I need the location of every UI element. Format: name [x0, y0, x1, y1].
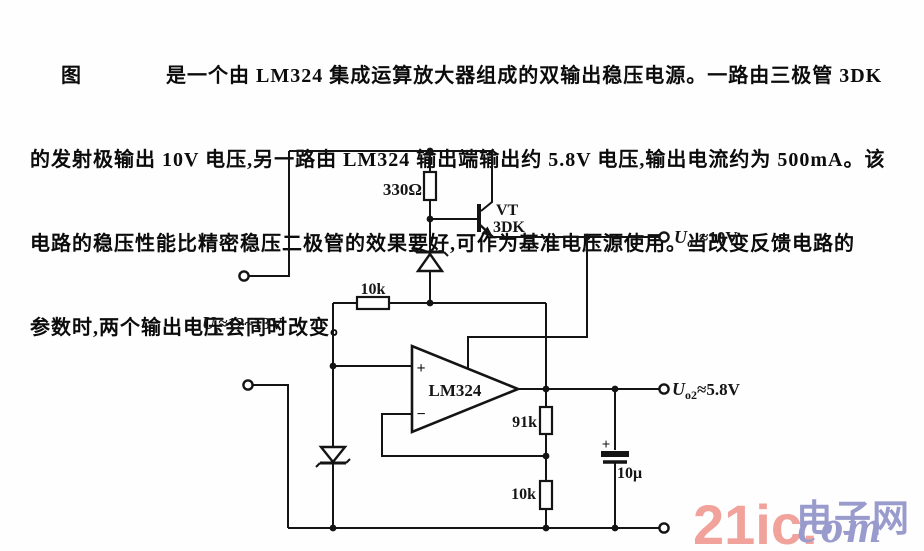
- junction-dot: [426, 147, 434, 155]
- resistor-r1-label: 330Ω: [383, 180, 422, 199]
- output2-voltage-symbol: U: [672, 379, 686, 399]
- junction-dot: [426, 215, 434, 223]
- opamp-plus-sign: +: [416, 360, 425, 377]
- transistor-ref-label: VT: [496, 202, 519, 219]
- resistor-r1-body: [422, 170, 438, 202]
- diode1-zener-tail-left: [411, 247, 417, 253]
- watermark-site-name-cn: 电子网: [796, 498, 910, 539]
- resistor-r2-label: 10k: [361, 281, 386, 298]
- diode1-triangle: [415, 251, 445, 273]
- emitter-arrow: [481, 226, 493, 237]
- junction-dot: [329, 524, 337, 532]
- output1-terminal: [658, 231, 670, 243]
- junction-dot: [611, 385, 619, 393]
- junction-dot: [542, 524, 550, 532]
- capacitor-c1: + 10μ: [601, 437, 642, 482]
- watermark-brand: 21ic.: [693, 493, 818, 551]
- opamp-triangle: [410, 344, 522, 434]
- input-top-wire: [249, 151, 290, 277]
- junction-dot: [542, 385, 550, 393]
- diode2-tail-right: [345, 458, 351, 464]
- paragraph-line: 电路的稳压性能比精密稳压二极管的效果要好,可作为基准电压源使用。当改变反馈电路的: [30, 233, 855, 255]
- paragraph-line: 的发射极输出 10V 电压,另一路由 LM324 输出端输出约 5.8V 电压,…: [30, 149, 886, 171]
- junction-dot: [583, 233, 591, 241]
- cap-value-label: 10μ: [617, 465, 642, 482]
- collector-wire: [480, 151, 493, 212]
- wires: [249, 150, 659, 529]
- output1-voltage-label: Uo1≈10V: [674, 227, 738, 250]
- input-terminal-bottom: [242, 379, 254, 391]
- diode1-zener-tail-right: [443, 251, 449, 257]
- terminals: [238, 231, 670, 534]
- paragraph-line: 参数时,两个输出电压会同时改变。: [30, 317, 351, 339]
- junction-dots: [329, 147, 619, 532]
- input-terminal-top: [238, 270, 250, 282]
- cap-polarity-sign: +: [602, 437, 611, 453]
- junction-dot: [329, 362, 337, 370]
- output2-terminal: [658, 383, 670, 395]
- transistor-model-label: 3DK: [493, 219, 526, 236]
- minus-feedback-wire: [381, 413, 546, 457]
- junction-dot: [611, 524, 619, 532]
- resistor-r3-label: 91k: [512, 414, 537, 431]
- resistor-r4-label: 10k: [511, 486, 536, 503]
- input-voltage-symbol: U: [202, 313, 216, 333]
- output2-voltage-value: ≈5.8V: [697, 380, 741, 399]
- input-voltage-value: ≈12~13V: [218, 314, 283, 333]
- output1-voltage-value: ≈10V: [699, 228, 738, 247]
- transistor-vt: [477, 204, 494, 238]
- output1-voltage-subscript: o1: [687, 236, 699, 250]
- opamp-supply-wire: [467, 237, 588, 368]
- opamp-label: LM324: [429, 381, 482, 400]
- description-paragraph: 图 是一个由 LM324 集成运算放大器组成的双输出稳压电源。一路由三极管 3D…: [30, 6, 906, 398]
- output1-voltage-symbol: U: [674, 227, 688, 247]
- junction-dot: [542, 452, 550, 460]
- resistor-r3-body: [538, 405, 554, 436]
- input-voltage-label: Ui≈12~13V: [202, 313, 284, 336]
- opamp-lm324: + − LM324: [410, 344, 522, 434]
- diode2-triangle: [318, 445, 348, 464]
- output2-voltage-subscript: o2: [685, 388, 697, 402]
- resistor-r2-body: [355, 295, 391, 311]
- junction-dot: [426, 299, 434, 307]
- paragraph-line: 图 是一个由 LM324 集成运算放大器组成的双输出稳压电源。一路由三极管 3D…: [61, 65, 883, 87]
- diode-d2: [315, 445, 351, 468]
- zener-diode-d1: [411, 247, 449, 273]
- diode2-tail-left: [315, 462, 321, 468]
- ground-terminal: [658, 522, 670, 534]
- input-bottom-wire: [253, 384, 289, 528]
- watermark-domain-suffix: com: [798, 502, 885, 551]
- input-voltage-subscript: i: [215, 322, 219, 336]
- resistor-r4-body: [538, 479, 554, 511]
- opamp-minus-sign: −: [416, 406, 425, 423]
- output2-voltage-label: Uo2≈5.8V: [672, 379, 741, 402]
